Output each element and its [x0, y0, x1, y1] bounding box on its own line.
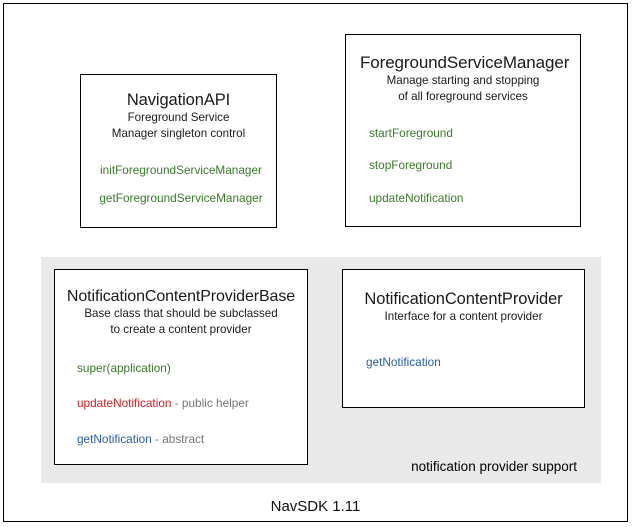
method-item[interactable]: stopForeground	[369, 158, 566, 172]
method-suffix: - public helper	[171, 396, 249, 411]
card-description-line-1: Base class that should be subclassed	[84, 307, 278, 320]
method-name: initForegroundServiceManager	[100, 163, 262, 178]
method-item[interactable]: updateNotification	[369, 191, 566, 205]
method-item[interactable]: initForegroundServiceManager	[96, 163, 266, 177]
card-title: NotificationContentProvider	[364, 290, 563, 308]
method-suffix: - abstract	[151, 431, 205, 446]
class-card-notification-content-provider[interactable]: NotificationContentProvider Interface fo…	[342, 269, 585, 408]
footer-version-label: NavSDK 1.11	[270, 498, 361, 515]
card-description: Interface for a content provider	[355, 309, 572, 325]
class-card-navigation-api[interactable]: NavigationAPI Foreground Service Manager…	[80, 74, 277, 228]
card-description-line-2: of all foreground services	[398, 89, 528, 103]
card-title: NavigationAPI	[126, 91, 231, 109]
card-description: Base class that should be subclassed to …	[63, 306, 299, 337]
card-description-line-1: Foreground Service	[127, 111, 230, 124]
diagram-outer-frame: notification provider support Navigation…	[3, 3, 628, 522]
method-name: updateNotification	[369, 190, 464, 205]
method-name: startForeground	[369, 126, 453, 141]
card-description-line-2: Manager singleton control	[111, 126, 246, 140]
method-name: getNotification	[77, 431, 152, 446]
card-title: NotificationContentProviderBase	[66, 288, 296, 305]
card-description: Manage starting and stopping of all fore…	[360, 73, 566, 104]
method-name: getNotification	[366, 354, 441, 369]
method-list: super(application) updateNotification - …	[63, 361, 299, 445]
method-item[interactable]: startForeground	[369, 126, 566, 140]
method-item[interactable]: updateNotification - public helper	[77, 396, 299, 410]
class-card-foreground-service-manager[interactable]: ForegroundServiceManager Manage starting…	[345, 34, 581, 227]
method-item[interactable]: getForegroundServiceManager	[96, 191, 266, 205]
method-item[interactable]: super(application)	[77, 361, 299, 375]
card-description-line-1: Manage starting and stopping	[386, 74, 540, 87]
card-description: Foreground Service Manager singleton con…	[91, 110, 266, 141]
method-name: super(application)	[77, 361, 171, 376]
card-description-line-2: to create a content provider	[110, 322, 252, 336]
method-name: getForegroundServiceManager	[99, 191, 263, 206]
method-name: updateNotification	[77, 396, 172, 411]
card-title: ForegroundServiceManager	[360, 53, 570, 72]
method-list: getNotification	[355, 355, 572, 369]
group-label: notification provider support	[411, 459, 577, 474]
method-list: initForegroundServiceManager getForegrou…	[91, 163, 266, 205]
method-item[interactable]: getNotification - abstract	[77, 432, 299, 446]
method-list: startForeground stopForeground updateNot…	[360, 126, 566, 204]
method-item[interactable]: getNotification	[366, 355, 572, 369]
class-card-notification-content-provider-base[interactable]: NotificationContentProviderBase Base cla…	[54, 269, 308, 465]
card-description-line-1: Interface for a content provider	[384, 310, 543, 323]
method-name: stopForeground	[369, 158, 453, 173]
